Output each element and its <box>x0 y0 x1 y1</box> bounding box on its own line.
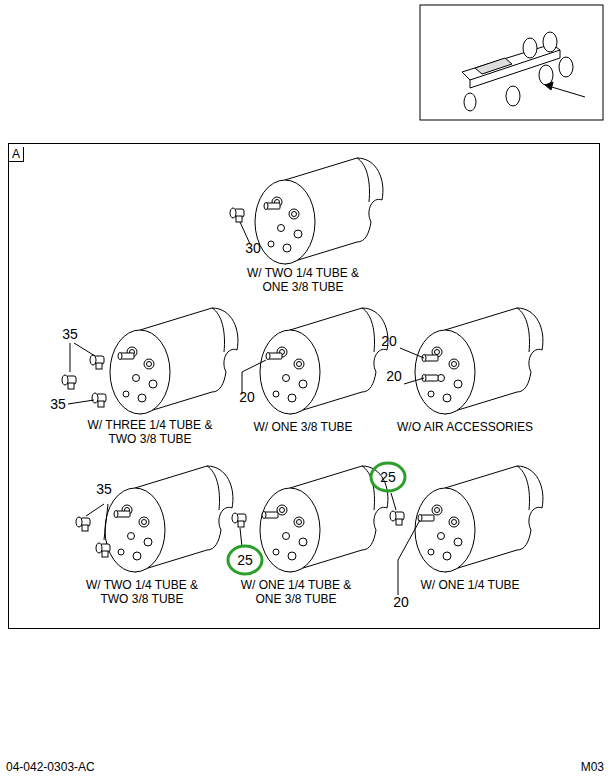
callout-number: 25 <box>237 552 253 568</box>
sheet-code: M03 <box>581 760 604 774</box>
callout-number: 30 <box>245 240 261 256</box>
callout-number: 25 <box>380 469 396 485</box>
variant-caption: W/ ONE 1/4 TUBE <box>420 578 519 592</box>
callout-number: 35 <box>62 326 78 342</box>
callout-number: 20 <box>239 389 255 405</box>
view-frame: A <box>8 143 600 629</box>
variant-caption: W/ ONE 1/4 TUBE & ONE 3/8 TUBE <box>232 578 360 606</box>
callout-number: 35 <box>50 396 66 412</box>
variant-caption: W/O AIR ACCESSORIES <box>397 420 533 434</box>
callout-number: 20 <box>386 368 402 384</box>
variant-caption: W/ ONE 3/8 TUBE <box>253 420 352 434</box>
view-letter: A <box>9 147 24 162</box>
drawing-number: 04-042-0303-AC <box>6 760 95 774</box>
variant-caption: W/ TWO 1/4 TUBE & ONE 3/8 TUBE <box>239 266 367 294</box>
callout-number: 35 <box>96 481 112 497</box>
callout-number: 20 <box>381 333 397 349</box>
variant-caption: W/ THREE 1/4 TUBE & TWO 3/8 TUBE <box>79 418 221 446</box>
variant-caption: W/ TWO 1/4 TUBE & TWO 3/8 TUBE <box>78 578 206 606</box>
callout-number: 20 <box>393 594 409 610</box>
